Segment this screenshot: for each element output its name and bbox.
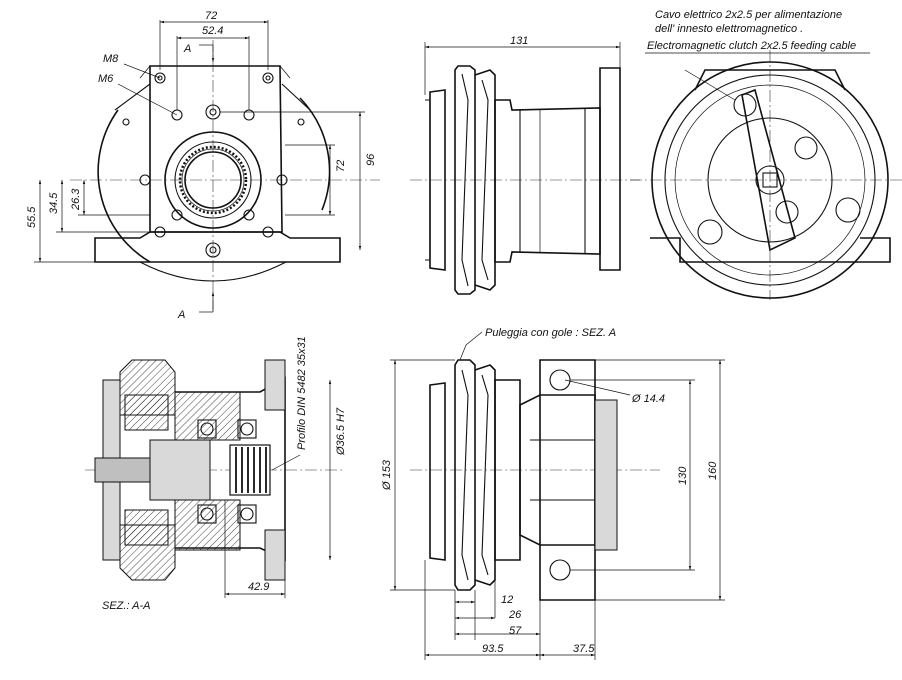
profile-label: Profilo DIN 5482 35x31 (296, 336, 308, 450)
dim-93-5: 93.5 (482, 643, 504, 655)
dim-52-4: 52.4 (202, 25, 223, 37)
dim-42-9: 42.9 (248, 581, 269, 593)
dim-37-5: 37.5 (573, 643, 595, 655)
dim-57: 57 (509, 625, 522, 637)
rear-view: Cavo elettrico 2x2.5 per alimentazione d… (630, 9, 902, 300)
dim-14-4: Ø 14.4 (631, 393, 665, 405)
note-cable-1: Cavo elettrico 2x2.5 per alimentazione (655, 9, 842, 21)
note-cable-2: dell' innesto elettromagnetico . (655, 23, 803, 35)
section-label: SEZ.: A-A (102, 600, 151, 612)
dim-12: 12 (501, 594, 513, 606)
section-view: Profilo DIN 5482 35x31 Ø36.5 H7 42.9 SEZ… (85, 336, 347, 612)
section-a-bottom: A (177, 309, 185, 321)
dim-130: 130 (677, 466, 689, 485)
dim-55-5: 55.5 (26, 206, 38, 228)
section-a-top: A (183, 43, 191, 55)
dim-72-top: 72 (205, 10, 217, 22)
dim-96: 96 (365, 153, 377, 166)
dim-160: 160 (707, 461, 719, 480)
label-m8: M8 (103, 53, 119, 65)
dim-131: 131 (510, 35, 528, 47)
dim-26: 26 (508, 609, 522, 621)
dim-72-vertical: 72 (335, 160, 347, 172)
pulley-note: Puleggia con gole : SEZ. A (485, 327, 616, 339)
dim-36-5: Ø36.5 H7 (335, 407, 347, 456)
label-m6: M6 (98, 73, 114, 85)
dim-153: Ø 153 (381, 459, 393, 491)
note-cable-3: Electromagnetic clutch 2x2.5 feeding cab… (647, 40, 856, 52)
bottom-side-view: Ø 153 130 160 Ø 14.4 Puleggia con gole :… (381, 327, 725, 660)
side-view: 131 (410, 35, 640, 295)
front-view: 72 52.4 A A M8 M6 96 72 55.5 34.5 26.3 (26, 10, 380, 321)
dim-26-3: 26.3 (70, 188, 82, 211)
dim-34-5: 34.5 (48, 192, 60, 214)
